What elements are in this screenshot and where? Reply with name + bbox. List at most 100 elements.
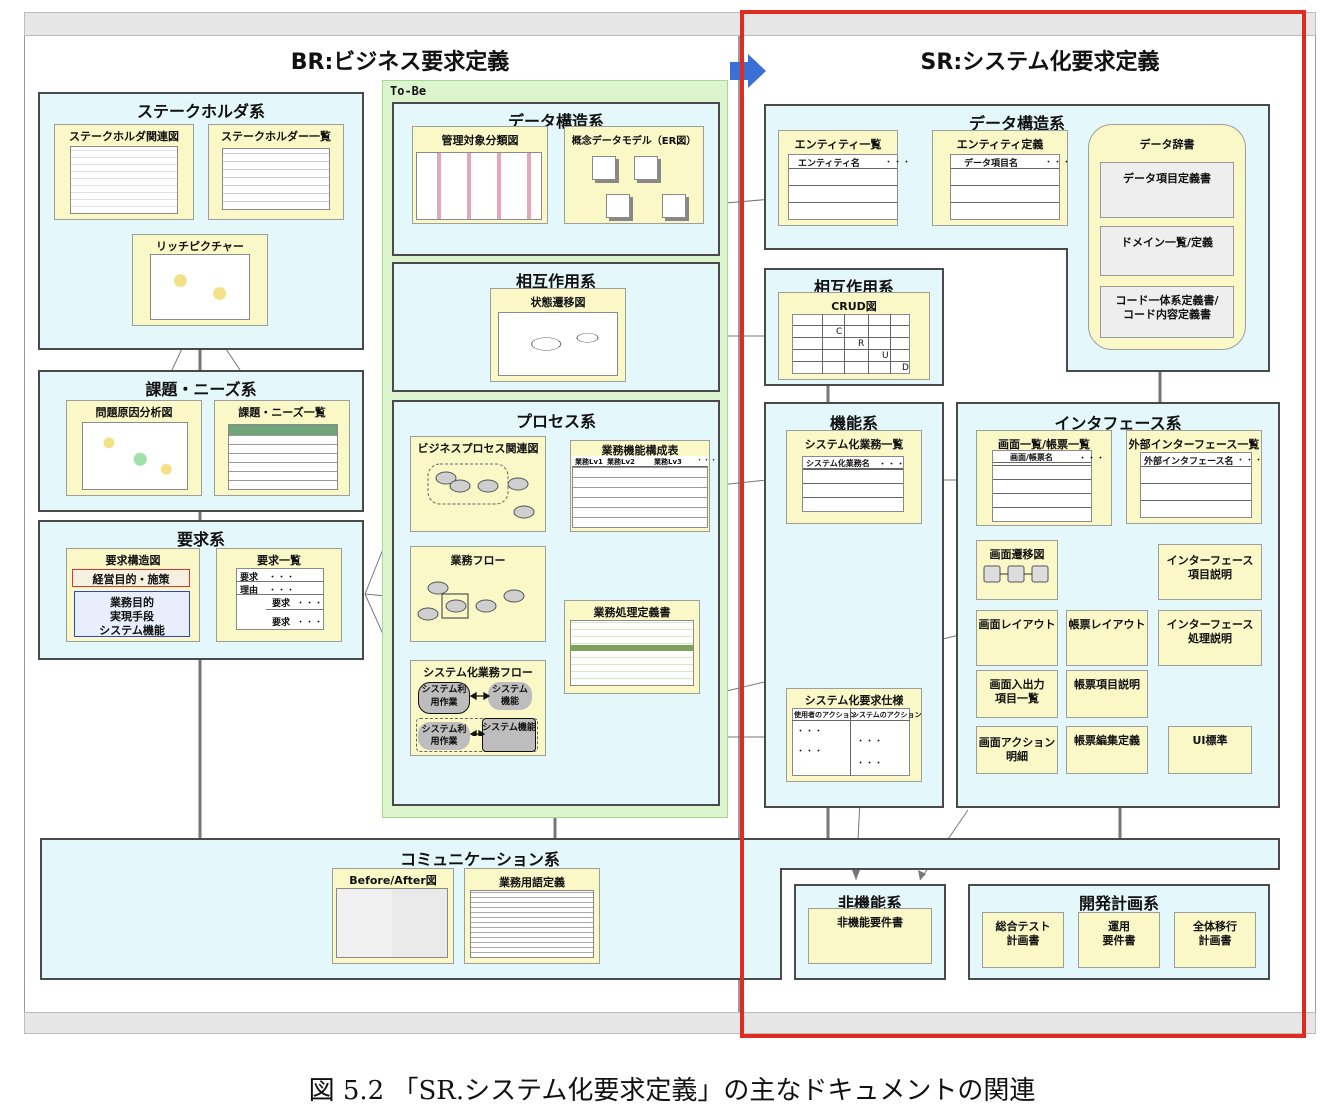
form-item-doc[interactable] [1066, 670, 1148, 718]
func-table-label: 業務機能構成表 [601, 444, 679, 457]
req-table-line-2 [236, 594, 324, 595]
before-after-thumb [336, 888, 448, 958]
requirement-list-label: 要求一覧 [257, 554, 301, 567]
spec-dots-4: ・・・ [856, 759, 884, 769]
sys-spec-header-line [792, 720, 910, 721]
item-def-doc[interactable] [1100, 162, 1234, 218]
form-edit-doc[interactable] [1066, 726, 1148, 774]
data-dictionary-label: データ辞書 [1139, 138, 1195, 151]
devplan-title: 開発計画系 [1078, 894, 1159, 913]
crud-r: R [858, 339, 865, 349]
sys-action-header: システムのアクション [852, 711, 922, 719]
ext-if-name-header: 外部インタフェース名 [1144, 457, 1234, 467]
test-plan-label-1: 総合テスト [995, 920, 1051, 933]
sys-use-box-2 [418, 722, 470, 750]
conceptual-model-label: 概念データモデル（ER図） [571, 136, 697, 147]
code-def-doc[interactable] [1100, 286, 1234, 338]
lv1-label: 業務Lv1 [575, 458, 603, 466]
er-box-4 [662, 194, 686, 218]
business-flow-graphic [417, 581, 525, 621]
if-item-desc-label-2: 項目説明 [1188, 568, 1232, 581]
sys-spec-divider [850, 708, 851, 776]
crud-col-line-2 [844, 314, 845, 374]
sys-use-box-1 [418, 682, 470, 714]
form-layout-doc[interactable] [1066, 610, 1148, 666]
tobe-label: To-Be [390, 84, 427, 98]
crud-c: C [836, 327, 843, 337]
requirement-title: 要求系 [176, 530, 225, 549]
nonfunctional-doc[interactable] [808, 908, 932, 964]
screen-transition-graphic [983, 565, 1049, 583]
req-table-line-3 [266, 609, 324, 610]
stakeholder-title: ステークホルダ系 [136, 102, 265, 121]
screen-layout-label: 画面レイアウト [978, 618, 1056, 631]
nonfunctional-doc-label: 非機能要件書 [837, 916, 903, 929]
crud-d: D [902, 363, 909, 373]
crud-col-line-3 [868, 314, 869, 374]
sys-use-label-2: システム利用作業 [421, 725, 467, 747]
crud-col-line-4 [890, 314, 891, 374]
requirement-structure-label: 要求構造図 [105, 554, 161, 567]
cause-analysis-label: 問題原因分析図 [95, 406, 173, 419]
classification-thumb [416, 152, 542, 220]
stakeholder-list-label: ステークホルダー一覧 [221, 130, 331, 143]
user-action-header: 使用者のアクション [794, 711, 857, 719]
domain-doc[interactable] [1100, 226, 1234, 276]
bottom-gray-bar [24, 1012, 1316, 1034]
entity-list-header-bg [789, 155, 897, 169]
sub-req-label-1: 要求 [272, 599, 291, 609]
sys-flow-dashed-area [416, 718, 538, 752]
entity-list-more: ・・・ [884, 158, 912, 168]
entity-def-header-bg [951, 155, 1059, 169]
entity-list-label: エンティティ一覧 [794, 138, 882, 151]
crud-u: U [882, 351, 889, 361]
rich-picture-thumb [150, 254, 250, 320]
ui-standard-label: UI標準 [1192, 734, 1228, 747]
ext-if-header-bg [1141, 453, 1251, 467]
proc-def-thumb [570, 620, 694, 686]
ui-standard-doc[interactable] [1168, 726, 1252, 774]
proc-def-label: 業務処理定義書 [593, 606, 671, 619]
func-table-more: ・・・ [696, 456, 717, 464]
req-table-line-1 [236, 581, 324, 582]
before-after-label: Before/After図 [349, 874, 437, 887]
biz-list-more: ・・・ [878, 460, 906, 470]
screen-action-doc[interactable] [976, 726, 1058, 774]
er-box-3 [606, 194, 630, 218]
bp-relation-label: ビジネスプロセス関連図 [417, 442, 539, 455]
communication-strip [780, 838, 1280, 870]
item-name-header: データ項目名 [964, 159, 1019, 169]
er-box-1 [592, 156, 616, 180]
migration-plan-doc[interactable] [1174, 912, 1256, 968]
lv3-label: 業務Lv3 [654, 458, 682, 466]
sys-func-box-2 [482, 718, 536, 752]
classification-label: 管理対象分類図 [441, 134, 519, 147]
migration-plan-label-2: 計画書 [1198, 934, 1232, 947]
screen-io-doc[interactable] [976, 670, 1058, 718]
crud-label: CRUD図 [831, 300, 877, 313]
domain-label: ドメイン一覧/定義 [1120, 236, 1214, 249]
test-plan-doc[interactable] [982, 912, 1064, 968]
test-plan-label-2: 計画書 [1006, 934, 1040, 947]
screen-transition-label: 画面遷移図 [989, 548, 1045, 561]
er-box-2 [634, 156, 658, 180]
form-edit-label: 帳票編集定義 [1074, 734, 1140, 747]
func-table-header [572, 456, 708, 467]
ext-if-more: ・・・ [1236, 456, 1264, 466]
reason-row-dots: ・・・ [268, 586, 296, 596]
if-proc-desc-doc[interactable] [1158, 610, 1262, 666]
entity-name-header: エンティティ名 [798, 159, 860, 169]
screen-list-label: 画面一覧/帳票一覧 [997, 438, 1091, 451]
if-item-desc-doc[interactable] [1158, 544, 1262, 600]
spec-dots-3: ・・・ [796, 747, 824, 757]
screen-layout-doc[interactable] [976, 610, 1058, 666]
sys-flow-arrows-icon [469, 691, 491, 736]
form-layout-label: 帳票レイアウト [1068, 618, 1146, 631]
sys-func-label: システム機能 [99, 624, 165, 637]
ops-req-doc[interactable] [1078, 912, 1160, 968]
state-diagram-label: 状態遷移図 [530, 296, 586, 309]
sys-flow-label: システム化業務フロー [423, 666, 533, 679]
issue-title: 課題・ニーズ系 [145, 380, 257, 399]
biz-name-header: システム化業務名 [806, 459, 870, 468]
ext-if-list-label: 外部インターフェース一覧 [1128, 438, 1260, 451]
